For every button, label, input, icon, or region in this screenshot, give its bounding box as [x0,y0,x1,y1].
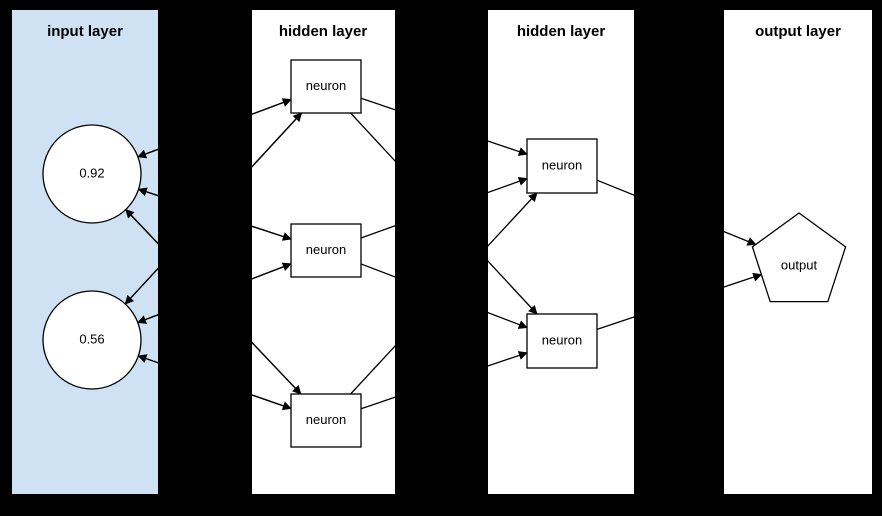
node-label-output-0: output [781,257,818,272]
node-shape-hidden1-0[interactable] [290,59,362,114]
node-label-hidden2-0: neuron [542,157,582,172]
edge-input-0-to-hidden1-1 [138,188,292,241]
edge-hidden2-1-to-output-0 [596,272,763,330]
edge-hidden1-0-to-hidden2-1 [350,112,538,315]
node-label-hidden1-2: neuron [306,412,346,427]
edge-hidden1-2-to-hidden2-1 [360,351,528,410]
node-shape-hidden2-1[interactable] [526,313,598,369]
layer-columns [12,10,872,494]
edge-hidden1-0-to-hidden2-0 [360,97,528,156]
layer-title-input: input layer [47,23,123,40]
layer-titles: input layer hidden layer hidden layer outpu… [47,23,841,40]
edge-input-1-to-hidden1-0 [124,112,303,305]
node-label-hidden1-0: neuron [306,78,346,93]
edge-hidden1-1-to-hidden2-0 [360,177,528,239]
edge-hidden1-1-to-hidden2-1 [360,263,528,329]
node-shape-hidden1-2[interactable] [290,393,362,448]
edge-input-0-to-hidden1-2 [125,209,302,395]
node-label-input-1: 0.56 [79,331,104,346]
node-label-input-0: 0.92 [79,165,104,180]
layer-nodes: 0.92 0.56 neuron neuron neuron neuron neuron ou… [42,59,847,448]
node-shape-hidden1-1[interactable] [290,223,362,278]
layer-title-hidden1: hidden layer [279,23,368,40]
node-shape-hidden2-0[interactable] [526,138,598,194]
edge-input-1-to-hidden1-2 [138,355,292,411]
edge-hidden1-2-to-hidden2-0 [350,192,538,395]
layer-column-input [12,10,158,494]
node-label-hidden1-1: neuron [306,242,346,257]
edge-input-1-to-hidden1-1 [137,262,292,324]
node-shape-input-0[interactable] [42,124,142,224]
node-shape-output-0[interactable] [751,212,847,303]
node-label-hidden2-1: neuron [542,332,582,347]
layer-title-output: output layer [755,23,841,40]
node-shape-input-1[interactable] [42,290,142,390]
edge-hidden2-0-to-output-0 [596,179,757,246]
layer-column-hidden2 [488,10,634,494]
layer-title-hidden2: hidden layer [517,23,606,40]
connection-edges [124,97,763,411]
edge-input-0-to-hidden1-0 [137,98,292,158]
